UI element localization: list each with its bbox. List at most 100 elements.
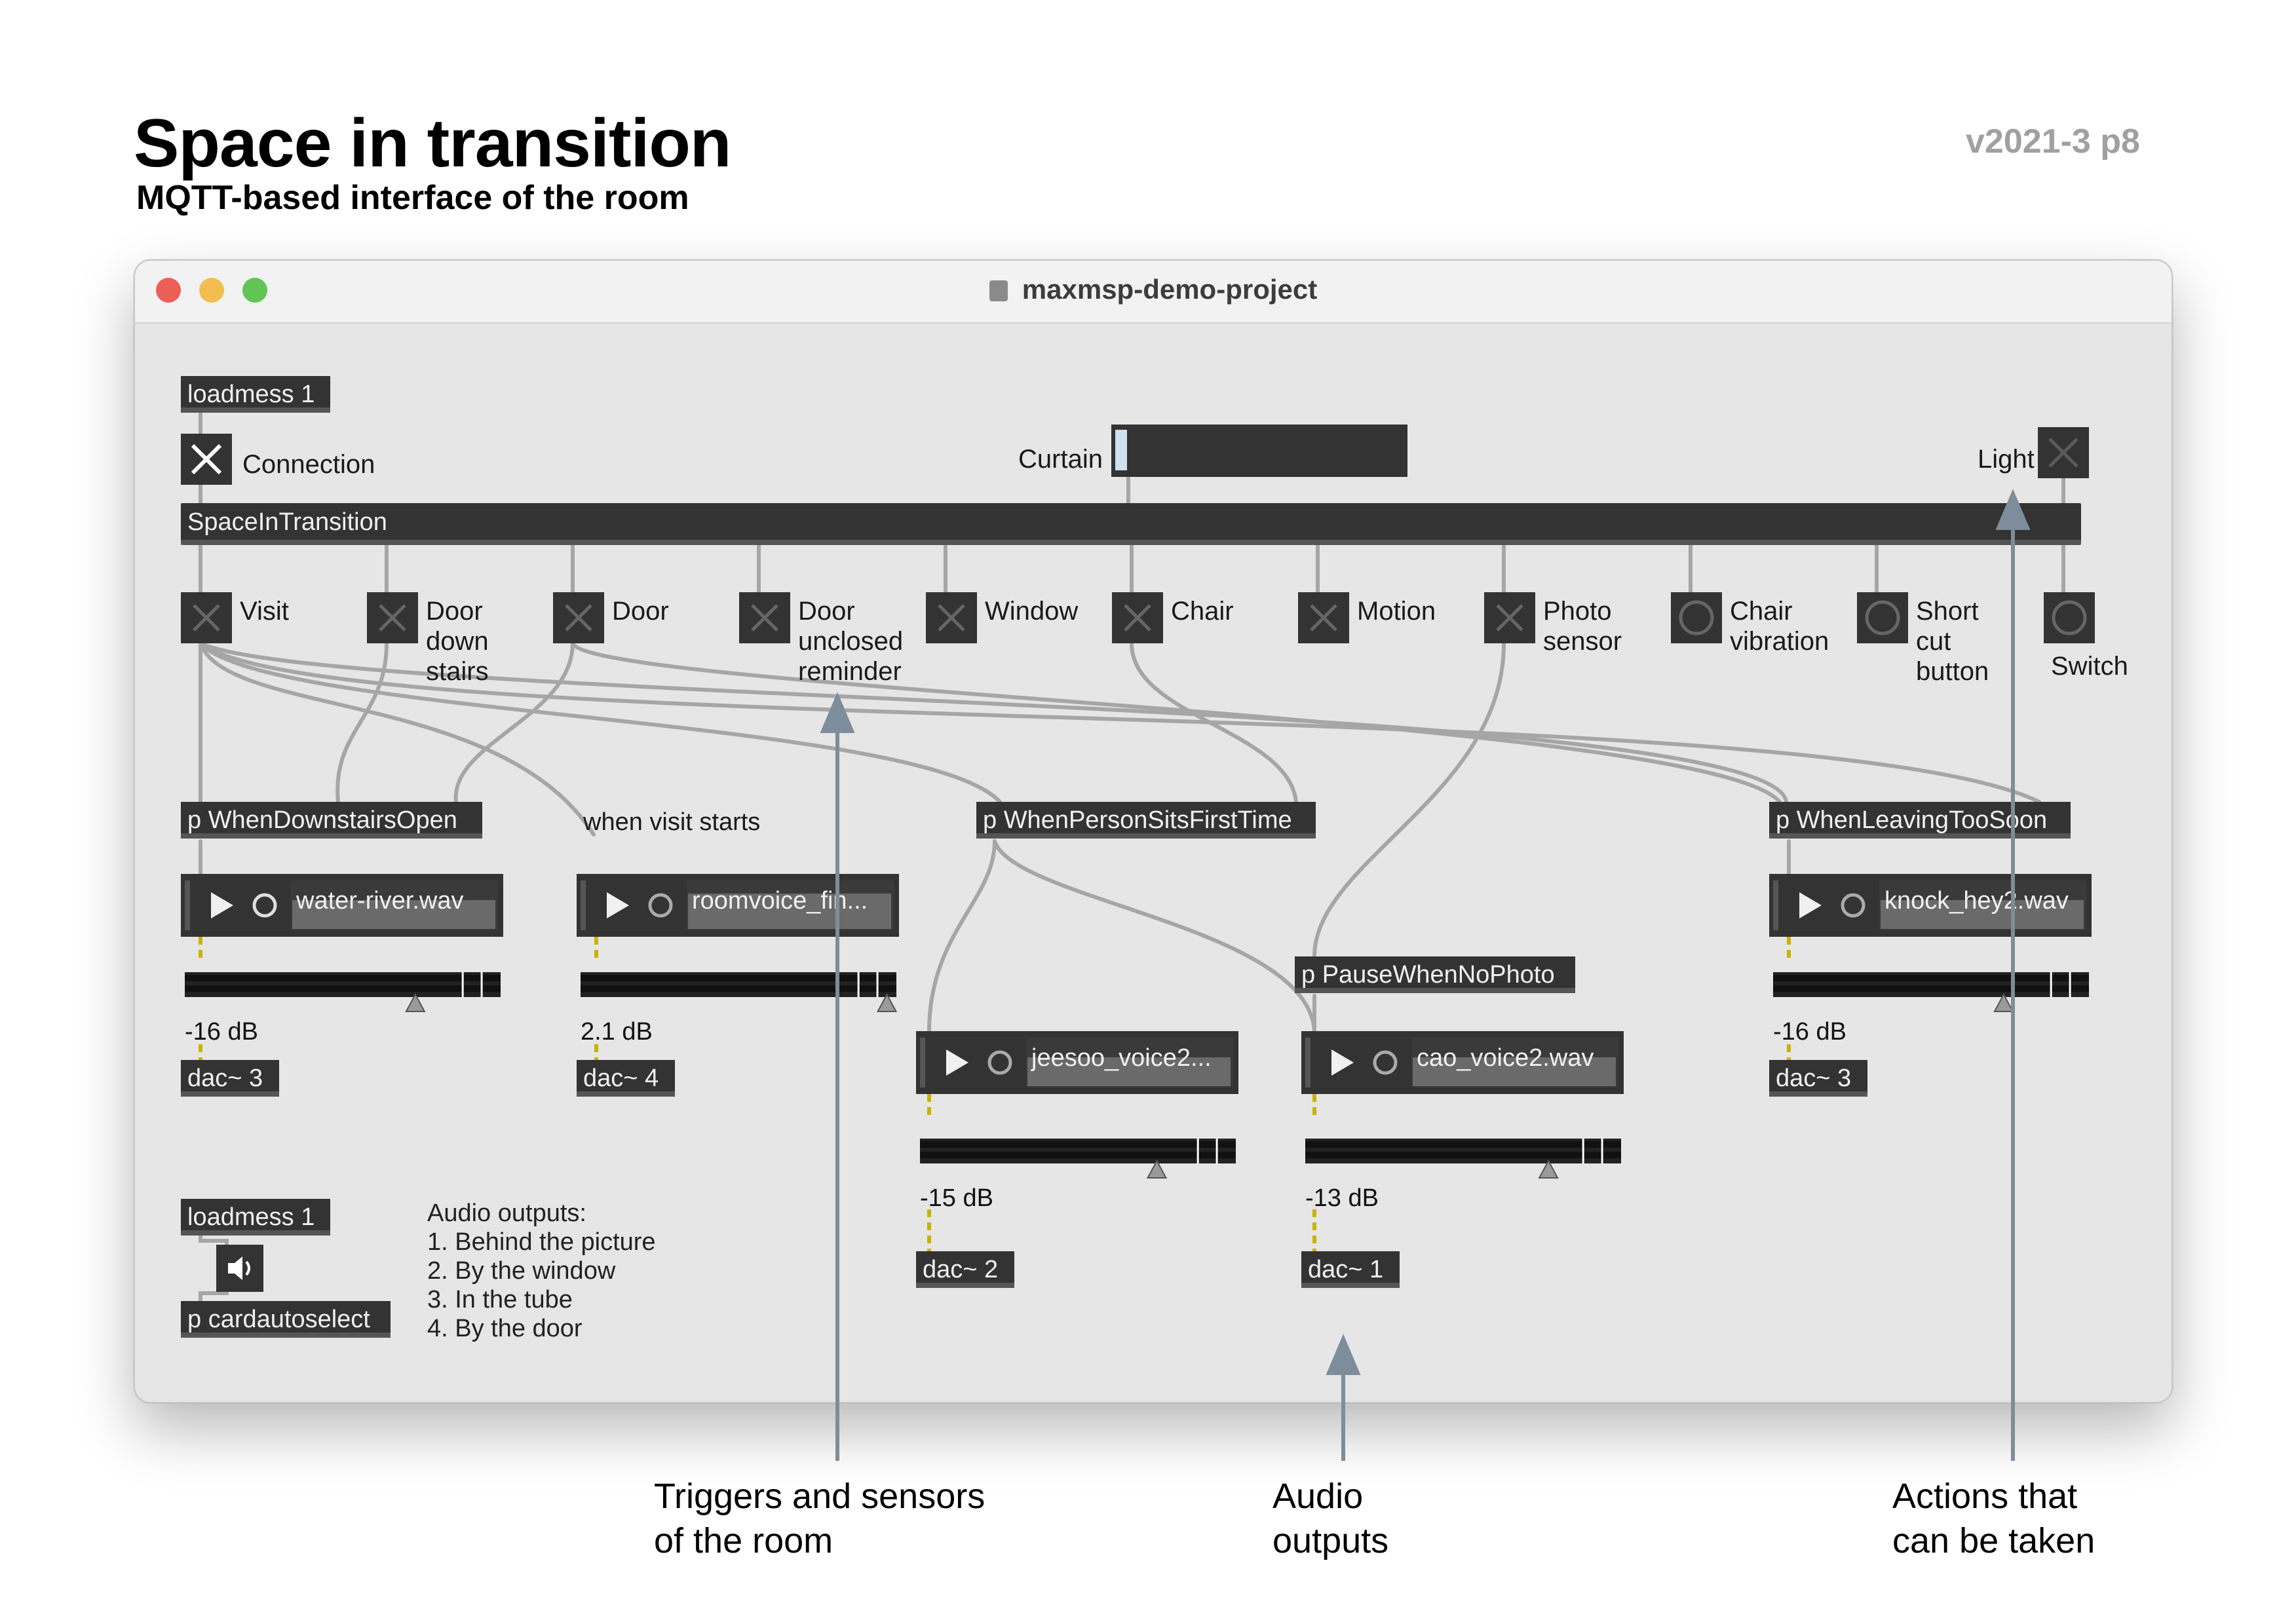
window-toggle[interactable]: [926, 592, 977, 643]
spaceintransition-object[interactable]: SpaceInTransition: [181, 503, 2081, 545]
x-icon: [191, 444, 222, 475]
gain-slider-track: [920, 1139, 1236, 1179]
loadmess-object-top[interactable]: loadmess 1: [181, 376, 330, 413]
play-icon: [946, 1049, 968, 1076]
curtain-slider[interactable]: [1111, 425, 1407, 477]
dac-object-5[interactable]: dac~ 3: [1769, 1060, 1867, 1097]
photo-sensor-label: Photo sensor: [1543, 597, 1622, 656]
zoom-button[interactable]: [242, 278, 267, 303]
gain-knob-triangle: [1146, 1159, 1168, 1179]
motion-toggle[interactable]: [1298, 592, 1349, 643]
short-cut-button[interactable]: [1857, 592, 1908, 643]
dac-object-2[interactable]: dac~ 4: [577, 1060, 675, 1097]
pause-when-no-photo-object[interactable]: p PauseWhenNoPhoto: [1295, 956, 1575, 993]
gain-knob-triangle: [1538, 1159, 1559, 1179]
when-downstairs-open-object[interactable]: p WhenDownstairsOpen: [181, 802, 482, 839]
dac-object-4[interactable]: dac~ 1: [1301, 1251, 1400, 1288]
meter-bar-bottom: [920, 1152, 1236, 1158]
meter-bar-bottom: [1305, 1152, 1621, 1158]
x-icon: [2048, 438, 2078, 468]
loop-icon: [252, 893, 277, 918]
chair-vibration-label: Chair vibration: [1730, 597, 1829, 656]
meter-bar-top: [581, 975, 896, 981]
curtain-label: Curtain: [1018, 445, 1103, 474]
when-person-sits-first-time-object[interactable]: p WhenPersonSitsFirstTime: [976, 802, 1316, 839]
gain-value-4: -13 dB: [1305, 1184, 1379, 1212]
gain-value-2: 2.1 dB: [581, 1018, 653, 1046]
visit-toggle[interactable]: [181, 592, 232, 643]
file-name: knock_hey2.wav: [1885, 887, 2069, 915]
gain-slider-5[interactable]: [1773, 972, 2089, 1012]
light-label: Light: [1978, 445, 2035, 474]
short-cut-label: Short cut button: [1916, 597, 1989, 686]
window-title-text: maxmsp-demo-project: [1022, 274, 1318, 305]
meter-bar-top: [185, 975, 501, 981]
gain-value-3: -15 dB: [920, 1184, 993, 1212]
gain-slider-track: [185, 972, 501, 1012]
curtain-slider-knob[interactable]: [1115, 430, 1127, 470]
playlist-water-river[interactable]: water-river.wav: [181, 874, 503, 937]
door-label: Door: [612, 597, 669, 626]
chair-vibration-button[interactable]: [1671, 592, 1722, 643]
gain-slider-3[interactable]: [920, 1139, 1236, 1179]
arrow-up-icon: [1995, 489, 2031, 530]
audio-outputs-comment: Audio outputs: 1. Behind the picture 2. …: [427, 1199, 656, 1342]
close-button[interactable]: [156, 278, 181, 303]
when-visit-starts-comment: when visit starts: [583, 808, 761, 836]
player-controls: [1773, 880, 2086, 930]
gain-value-1: -16 dB: [185, 1018, 258, 1046]
player-controls: [920, 1038, 1233, 1087]
meter-bar-top: [920, 1141, 1236, 1148]
dac-object-3[interactable]: dac~ 2: [916, 1251, 1014, 1288]
x-icon: [565, 604, 592, 632]
chair-label: Chair: [1171, 597, 1234, 626]
speaker-icon: [228, 1256, 250, 1280]
x-icon: [379, 604, 406, 632]
gain-slider-1[interactable]: [185, 972, 501, 1012]
circle-icon: [1865, 600, 1900, 635]
playlist-jeesoo-voice[interactable]: jeesoo_voice2...: [916, 1031, 1238, 1094]
x-icon: [1124, 604, 1151, 632]
door-unclosed-reminder-label: Door unclosed reminder: [798, 597, 904, 686]
cardautoselect-object[interactable]: p cardautoselect: [181, 1301, 391, 1338]
motion-label: Motion: [1357, 597, 1436, 626]
door-downstairs-toggle[interactable]: [367, 592, 418, 643]
player-controls: [1305, 1038, 1618, 1087]
chair-toggle[interactable]: [1112, 592, 1163, 643]
play-icon: [211, 892, 233, 918]
loop-icon: [987, 1050, 1012, 1075]
door-toggle[interactable]: [553, 592, 604, 643]
gain-slider-4[interactable]: [1305, 1139, 1621, 1179]
light-toggle[interactable]: [2038, 427, 2089, 478]
gain-knob-triangle: [1993, 992, 2014, 1012]
photo-sensor-toggle[interactable]: [1484, 592, 1535, 643]
playlist-knock-hey[interactable]: knock_hey2.wav: [1769, 874, 2092, 937]
window-label: Window: [985, 597, 1079, 626]
when-leaving-too-soon-object[interactable]: p WhenLeavingTooSoon: [1769, 802, 2071, 839]
gain-slider-2[interactable]: [581, 972, 898, 1012]
loop-icon: [648, 893, 673, 918]
player-controls: [185, 880, 498, 930]
x-icon: [1496, 604, 1523, 632]
play-icon: [1799, 892, 1822, 918]
dac-object-1[interactable]: dac~ 3: [181, 1060, 279, 1097]
loadmess-object-bottom[interactable]: loadmess 1: [181, 1199, 330, 1236]
player-controls: [581, 880, 894, 930]
gain-slider-track: [1773, 972, 2089, 1012]
caption-audio-outputs: Audio outputs: [1272, 1477, 1389, 1560]
connection-toggle[interactable]: [181, 434, 232, 485]
speaker-button[interactable]: [216, 1245, 263, 1292]
minimize-button[interactable]: [199, 278, 224, 303]
connection-label: Connection: [242, 450, 375, 479]
page-title: Space in transition: [134, 105, 731, 181]
x-icon: [751, 604, 778, 632]
door-downstairs-label: Door down stairs: [426, 597, 489, 686]
patch-canvas[interactable]: loadmess 1 Connection Curtain Light Spac…: [135, 324, 2172, 1402]
door-unclosed-reminder-toggle[interactable]: [739, 592, 790, 643]
window-titlebar: maxmsp-demo-project: [135, 261, 2172, 324]
playlist-cao-voice[interactable]: cao_voice2.wav: [1301, 1031, 1624, 1094]
gain-slider-track: [1305, 1139, 1621, 1179]
circle-icon: [1679, 600, 1714, 635]
switch-button[interactable]: [2044, 592, 2095, 643]
